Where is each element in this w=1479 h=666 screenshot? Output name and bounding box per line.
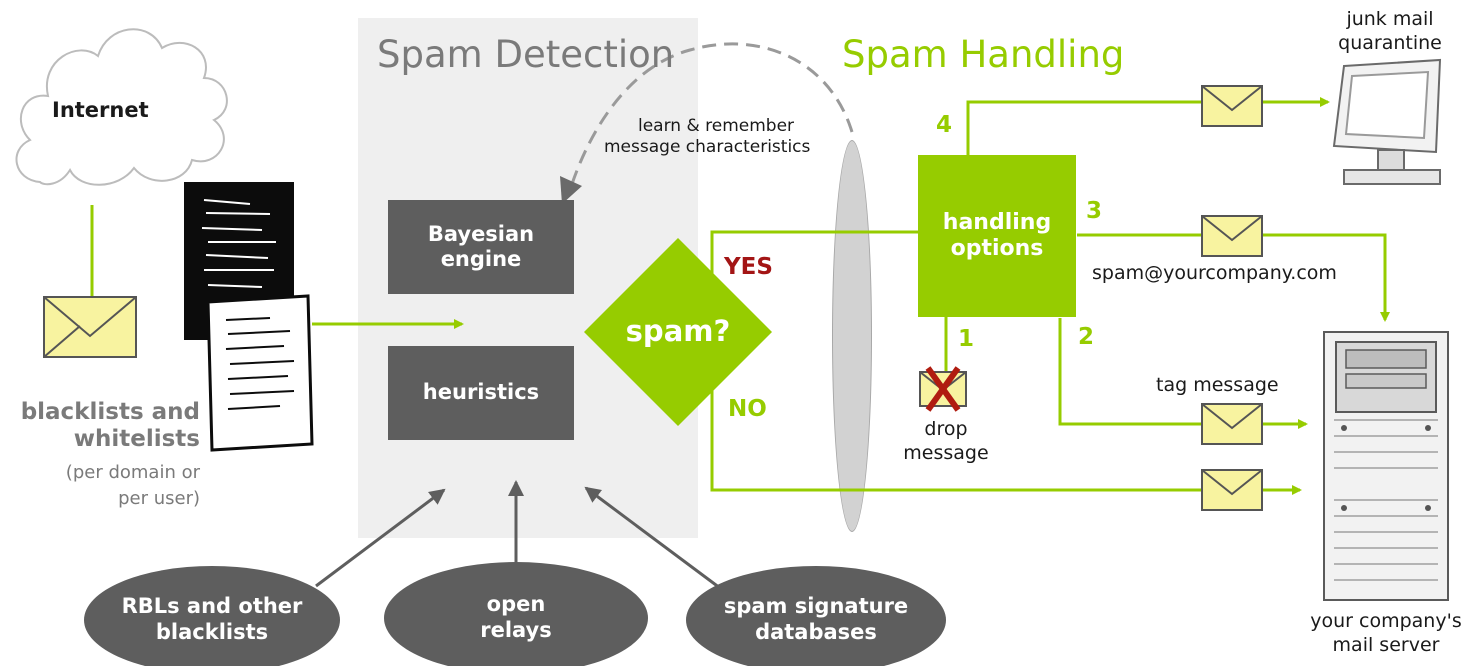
input-rbl-oval: RBLs and other blacklists [84,566,340,666]
envelope-icon [43,296,137,358]
input-signatures-line1: spam signature [723,594,909,619]
forward-address-label: spam@yourcompany.com [1092,262,1337,284]
option-number-3: 3 [1086,198,1103,224]
heuristics-box: heuristics [388,346,574,440]
option-number-2: 2 [1078,324,1095,350]
handling-label-line2: options [950,236,1044,261]
drop-label-line2: message [903,442,989,464]
input-signatures-oval: spam signature databases [686,566,946,666]
bayesian-label-line2: engine [440,247,522,271]
spam-detection-title: Spam Detection [377,33,675,76]
quarantine-label-line2: quarantine [1338,32,1442,54]
internet-label: Internet [52,98,149,122]
option-number-4: 4 [936,112,953,138]
server-icon [1323,331,1449,601]
drop-label-line1: drop [924,418,968,440]
arrow-signatures-input [584,486,721,590]
decision-label: spam? [625,314,731,348]
lists-note-line1: (per domain or [65,462,200,483]
spam-handling-title: Spam Handling [842,33,1125,76]
envelope-icon-quarantine [1201,85,1263,127]
no-label: NO [728,396,767,422]
input-relays-line2: relays [480,618,552,642]
filter-lens [832,140,872,532]
bayesian-label-line1: Bayesian [427,221,535,246]
input-rbl-line1: RBLs and other [121,594,303,619]
yes-label: YES [724,254,773,280]
input-relays-line1: open [486,592,546,617]
input-relays-oval: open relays [384,562,648,666]
learn-label-line1: learn & remember [638,116,795,136]
envelope-icon-clean [1201,469,1263,511]
lists-note-line2: per user) [118,488,200,509]
monitor-icon [1332,58,1442,185]
envelope-icon-tag [1201,403,1263,445]
envelope-icon-forward [1201,215,1263,257]
document-icon [184,182,314,452]
quarantine-label-line1: junk mail [1346,8,1434,30]
learn-label-line2: message characteristics [604,137,811,157]
input-signatures-line2: databases [755,620,877,644]
bayesian-engine-box: Bayesian engine [388,200,574,294]
tag-message-label: tag message [1156,374,1279,396]
handling-label-line1: handling [942,209,1052,235]
connector-option-4 [966,97,1330,155]
heuristics-label: heuristics [422,380,540,405]
cloud-icon [15,28,228,186]
lists-title-line1: blacklists and [20,399,200,425]
option-number-1: 1 [958,326,975,352]
lists-title-line2: whitelists [73,426,200,452]
arrow-rbl-input [315,488,446,588]
learn-feedback-arrow [568,42,854,191]
server-label-line1: your company's [1310,610,1462,632]
input-rbl-line2: blacklists [155,620,269,644]
server-label-line2: mail server [1332,634,1440,656]
learn-arrowhead [560,176,582,204]
decision-diamond [584,238,772,426]
connector-option-3 [1077,233,1390,322]
connector-option-2 [1058,318,1308,429]
handling-options-box: handling options [918,155,1076,317]
connector-no-path [710,364,1302,495]
drop-x-icon [919,366,967,412]
